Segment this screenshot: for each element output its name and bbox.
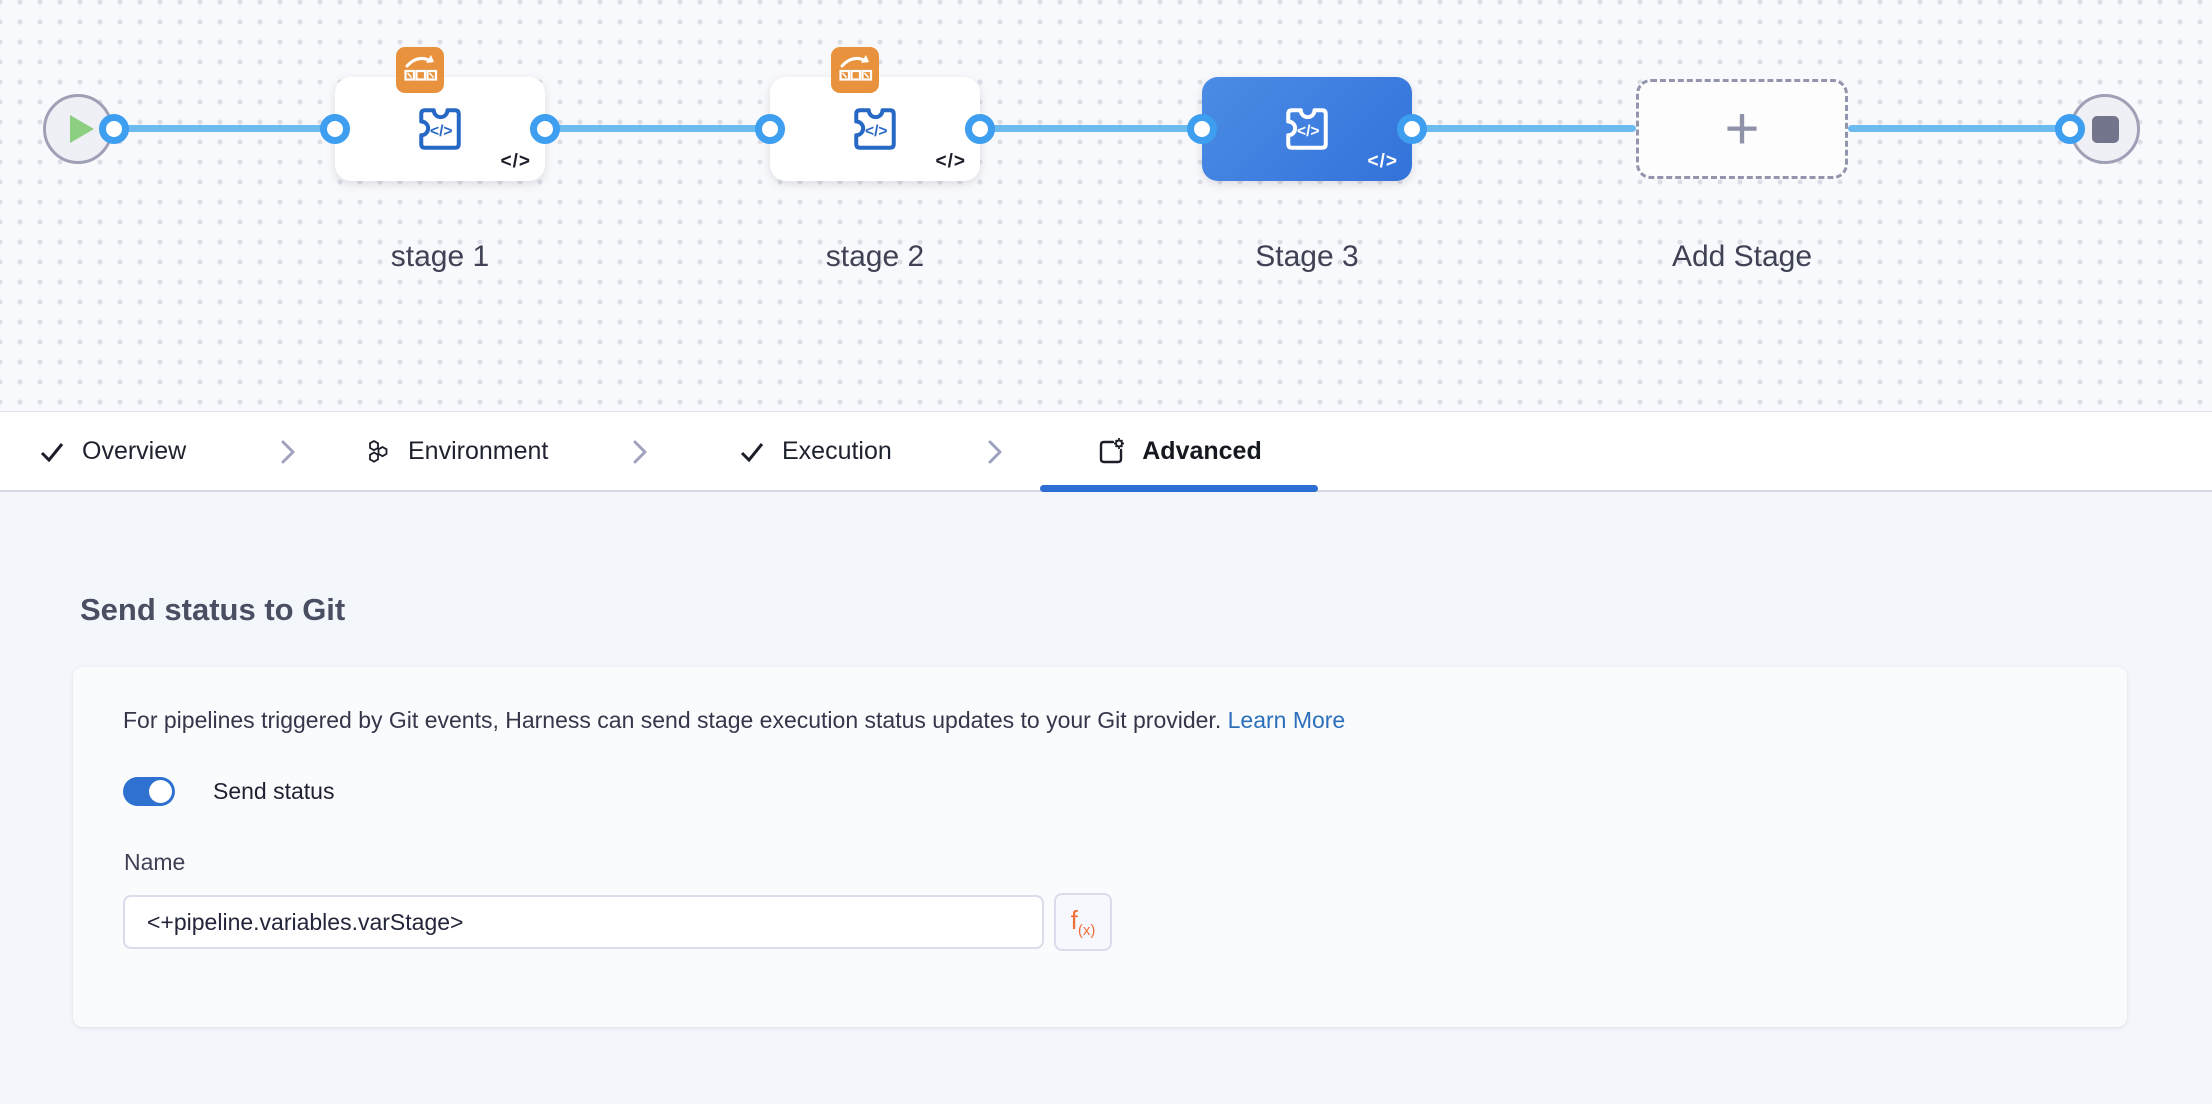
tab-advanced[interactable]: Advanced: [1040, 412, 1318, 491]
port: [530, 114, 560, 144]
svg-text:</>: </>: [865, 123, 888, 140]
stage-label: stage 1: [390, 240, 490, 273]
port: [99, 114, 129, 144]
tab-label: Execution: [782, 437, 892, 465]
chevron-right-icon: [988, 440, 1002, 464]
panel-description: For pipelines triggered by Git events, H…: [123, 707, 1345, 734]
edge-addstage-end: [1848, 125, 2070, 132]
edge-stage1-stage2: [545, 125, 770, 132]
custom-stage-icon: </>: [419, 108, 461, 150]
name-input[interactable]: [123, 895, 1044, 949]
expression-fx-button[interactable]: f(x): [1054, 893, 1112, 951]
tab-label: Overview: [82, 437, 187, 465]
stage-label: Stage 3: [1255, 240, 1359, 273]
rolling-deploy-icon: [404, 55, 438, 81]
svg-text:</>: </>: [1297, 123, 1320, 140]
edge-stage3-addstage: [1412, 125, 1636, 132]
chevron-right-icon: [633, 440, 647, 464]
description-text: For pipelines triggered by Git events, H…: [123, 707, 1222, 733]
toggle-knob: [149, 780, 172, 803]
looping-strategy-badge: [396, 47, 444, 93]
tab-environment[interactable]: Environment: [364, 412, 548, 491]
fx-icon: f(x): [1070, 904, 1096, 940]
stage-card-2[interactable]: </> </>: [770, 77, 980, 181]
stage-label: stage 2: [825, 240, 925, 273]
section-heading: Send status to Git: [80, 592, 346, 627]
tab-execution[interactable]: Execution: [738, 412, 892, 491]
stage-card-1[interactable]: </> </>: [335, 77, 545, 181]
learn-more-link[interactable]: Learn More: [1227, 707, 1346, 733]
environment-hexagons-icon: [369, 439, 388, 463]
stage-card-3-selected[interactable]: </> </>: [1202, 77, 1412, 181]
svg-text:</>: </>: [430, 123, 453, 140]
custom-stage-icon: </>: [854, 108, 896, 150]
play-icon: [69, 115, 94, 143]
pipeline-canvas: </> </> </> </>: [0, 0, 2212, 411]
tab-label: Advanced: [1142, 437, 1262, 465]
port: [320, 114, 350, 144]
looping-strategy-badge: [831, 47, 879, 93]
active-tab-underline: [1040, 485, 1318, 492]
edge-stage2-stage3: [980, 125, 1202, 132]
port: [755, 114, 785, 144]
stage-config-tabbar: Overview Environment Execution: [0, 411, 2212, 492]
send-status-toggle[interactable]: [123, 777, 175, 806]
port: [2055, 114, 2085, 144]
edge-start-stage1: [114, 125, 335, 132]
name-field-label: Name: [124, 849, 186, 875]
check-icon: [40, 442, 64, 462]
chevron-right-icon: [281, 440, 295, 464]
tab-overview[interactable]: Overview: [38, 412, 186, 491]
custom-stage-icon: </>: [1286, 108, 1328, 150]
check-icon: [740, 442, 764, 462]
advanced-settings-icon: [1100, 437, 1125, 463]
port: [965, 114, 995, 144]
tab-label: Environment: [408, 437, 549, 465]
stop-icon: [2091, 115, 2119, 143]
yaml-code-indicator: </>: [500, 151, 531, 172]
port: [1397, 114, 1427, 144]
add-stage-label: Add Stage: [1671, 240, 1813, 273]
yaml-code-indicator: </>: [1367, 151, 1398, 172]
toggle-label: Send status: [213, 778, 335, 804]
yaml-code-indicator: </>: [935, 151, 966, 172]
send-status-panel: For pipelines triggered by Git events, H…: [73, 667, 2127, 1027]
add-stage-button[interactable]: +: [1636, 79, 1848, 179]
advanced-tab-content: Send status to Git For pipelines trigger…: [0, 492, 2212, 1104]
port: [1187, 114, 1217, 144]
rolling-deploy-icon: [839, 55, 873, 81]
